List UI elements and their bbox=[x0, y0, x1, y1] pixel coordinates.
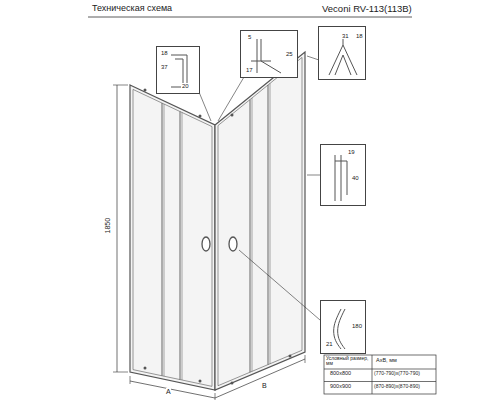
roller bbox=[199, 380, 202, 383]
profile-line bbox=[251, 61, 271, 62]
drawing-line bbox=[305, 355, 306, 363]
table-cell: 900x900 bbox=[330, 384, 351, 390]
size-table bbox=[324, 355, 436, 394]
table-header: Условный размер, мм bbox=[326, 356, 370, 367]
dimension-value: 21 bbox=[325, 341, 334, 347]
door-handle bbox=[202, 237, 210, 251]
dimension-value: 31 bbox=[341, 33, 350, 39]
roller bbox=[144, 89, 147, 92]
drawing-line bbox=[268, 85, 269, 365]
width-label: A bbox=[166, 388, 171, 395]
model-name: Veconi RV-113(113B) bbox=[322, 4, 412, 14]
drawing-line bbox=[218, 350, 302, 385]
drawing-line bbox=[113, 372, 128, 373]
dimension-value: 17 bbox=[245, 67, 254, 73]
dimension-value: 25 bbox=[285, 51, 294, 57]
drawing-line bbox=[215, 393, 216, 400]
drawing-line bbox=[307, 175, 320, 176]
drawing-line bbox=[239, 250, 320, 320]
drawing-line bbox=[250, 100, 251, 373]
profile-line bbox=[335, 161, 347, 162]
profile-line bbox=[175, 59, 183, 83]
dimension-value: 19 bbox=[347, 149, 356, 155]
drawing-line bbox=[218, 77, 244, 121]
profile-callout: 5 17 25 bbox=[240, 30, 298, 78]
glass-panel bbox=[130, 85, 215, 390]
drawing-line bbox=[133, 89, 212, 126]
glass-panel bbox=[215, 52, 305, 390]
drawing-line bbox=[372, 355, 373, 394]
door-handle bbox=[229, 237, 237, 251]
roller bbox=[231, 114, 234, 117]
drawing-line bbox=[218, 126, 219, 386]
profile-callout: 1940 bbox=[320, 144, 366, 206]
drawing-line bbox=[180, 112, 181, 380]
drawing-line bbox=[130, 376, 131, 384]
dimension-value: 18 bbox=[355, 33, 364, 39]
drawing-line bbox=[215, 359, 305, 398]
profile-line bbox=[257, 39, 258, 73]
profile-line bbox=[347, 161, 348, 195]
drawing-line bbox=[164, 104, 165, 376]
profile-line bbox=[329, 45, 357, 75]
table-cell: 800x800 bbox=[330, 371, 351, 377]
dimension-value: 5 bbox=[247, 34, 252, 40]
profile-line bbox=[335, 155, 336, 201]
drawing-line bbox=[133, 89, 134, 369]
dimension-value: 40 bbox=[351, 175, 360, 181]
profile-callout: 21 180 bbox=[320, 300, 366, 354]
table-header: AxB, мм bbox=[376, 358, 397, 364]
drawing-line bbox=[212, 127, 213, 387]
drawing-line bbox=[162, 103, 163, 376]
dimension-value: 20 bbox=[181, 83, 190, 89]
drawing-line bbox=[252, 98, 253, 371]
profile-callout: 18 37 20 bbox=[156, 46, 200, 94]
table-cell: (770-790)x(770-790) bbox=[374, 371, 420, 376]
drawing-line bbox=[113, 85, 128, 86]
roller bbox=[199, 115, 202, 118]
drawing-line bbox=[324, 381, 436, 382]
profile-callout: 31 18 bbox=[318, 26, 366, 80]
drawing-line bbox=[302, 57, 303, 350]
profile-line bbox=[338, 309, 345, 349]
drawing-line bbox=[270, 83, 271, 363]
profile-line bbox=[335, 55, 351, 75]
sheet-title: Техническая схема bbox=[92, 4, 172, 13]
depth-label: B bbox=[262, 382, 267, 389]
height-dimension: 1850 bbox=[104, 218, 111, 234]
dimension-value: 37 bbox=[160, 64, 169, 70]
roller bbox=[289, 355, 292, 358]
dimension-value: 180 bbox=[351, 323, 363, 329]
drawing-line bbox=[130, 381, 215, 398]
profile-line bbox=[341, 155, 342, 201]
drawing-line bbox=[88, 17, 412, 18]
profile-line bbox=[261, 39, 281, 73]
drawing-line bbox=[117, 85, 118, 372]
table-cell: (870-890)x(870-890) bbox=[374, 384, 420, 389]
drawing-line bbox=[324, 369, 436, 370]
dimension-value: 18 bbox=[160, 50, 169, 56]
roller bbox=[231, 382, 234, 385]
roller bbox=[144, 367, 147, 370]
drawing-line bbox=[182, 112, 183, 380]
drawing-line bbox=[199, 92, 211, 121]
